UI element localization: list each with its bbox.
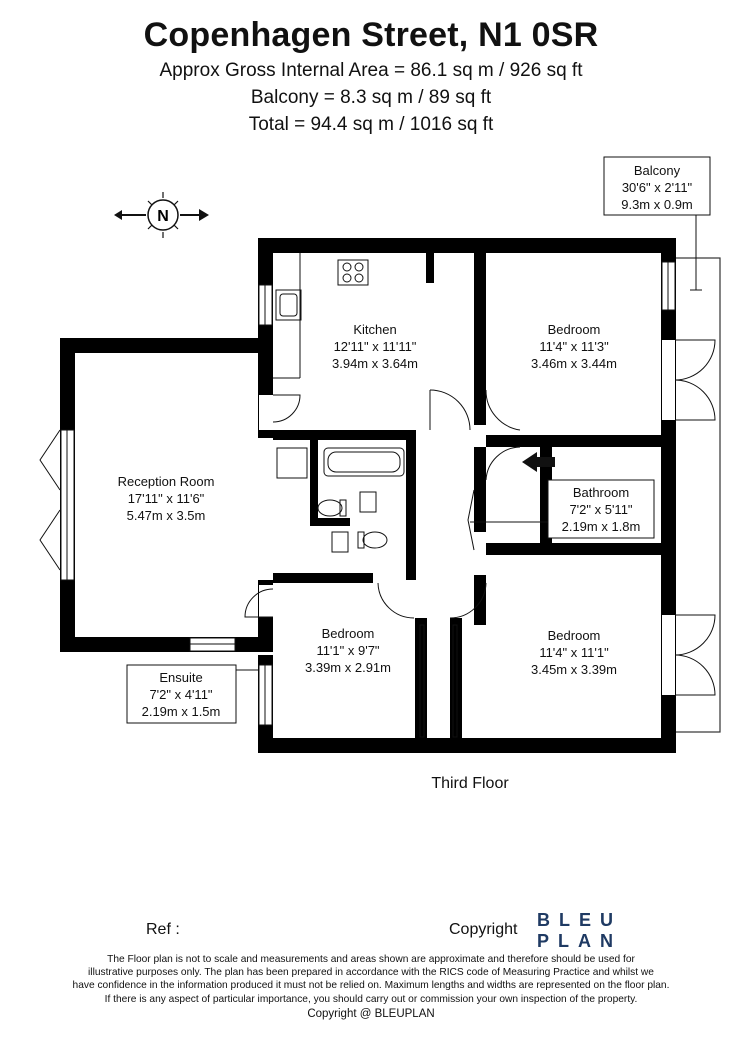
doors bbox=[39, 339, 716, 696]
kitchen-metric: 3.94m x 3.64m bbox=[332, 356, 418, 371]
logo-line1: BLEU bbox=[537, 910, 622, 930]
hob-icon bbox=[337, 259, 369, 286]
floor-label: Third Floor bbox=[431, 775, 509, 792]
ref-label: Ref : bbox=[146, 921, 180, 938]
ensuite-imperial: 7'2" x 4'11" bbox=[149, 687, 212, 702]
disclaimer: The Floor plan is not to scale and measu… bbox=[30, 953, 712, 1006]
windows bbox=[60, 261, 676, 726]
disclaimer-line1: The Floor plan is not to scale and measu… bbox=[107, 954, 635, 965]
bedroom2-imperial: 11'1" x 9'7" bbox=[316, 643, 379, 658]
balcony-metric: 9.3m x 0.9m bbox=[621, 197, 693, 212]
bathroom-callout bbox=[547, 479, 655, 539]
kitchen-imperial: 12'11" x 11'11" bbox=[334, 339, 417, 354]
plan-title: Copenhagen Street, N1 0SR bbox=[143, 16, 599, 54]
bedroom3-name: Bedroom bbox=[548, 628, 601, 643]
ensuite-metric: 2.19m x 1.5m bbox=[142, 704, 221, 719]
compass-icon: N bbox=[114, 192, 209, 238]
reception-metric: 5.47m x 3.5m bbox=[127, 508, 206, 523]
ensuite-name: Ensuite bbox=[159, 670, 202, 685]
bleuplan-logo: BLEU PLAN bbox=[537, 910, 622, 952]
ensuite-callout bbox=[126, 664, 237, 724]
entrance-arrow-icon bbox=[522, 452, 555, 472]
copyright-line: Copyright @ BLEUPLAN bbox=[307, 1008, 435, 1020]
wardrobe-icon-2 bbox=[452, 624, 458, 738]
total-area-text: Total = 94.4 sq m / 1016 sq ft bbox=[248, 114, 494, 135]
basin-icon-2 bbox=[331, 531, 349, 553]
callout-leaders bbox=[236, 215, 702, 671]
wardrobe-icon bbox=[419, 624, 425, 738]
bedroom1-name: Bedroom bbox=[548, 322, 601, 337]
reception-name: Reception Room bbox=[118, 474, 215, 489]
bedroom3-metric: 3.45m x 3.39m bbox=[531, 662, 617, 677]
copyright-label: Copyright bbox=[449, 921, 518, 938]
gross-area-text: Approx Gross Internal Area = 86.1 sq m /… bbox=[159, 60, 583, 81]
balcony-imperial: 30'6" x 2'11" bbox=[622, 180, 693, 195]
balcony-callout bbox=[603, 156, 711, 216]
compass-letter: N bbox=[157, 208, 169, 225]
kitchen-name: Kitchen bbox=[353, 322, 396, 337]
bedroom1-metric: 3.46m x 3.44m bbox=[531, 356, 617, 371]
balcony-area-text: Balcony = 8.3 sq m / 89 sq ft bbox=[250, 87, 492, 108]
reception-imperial: 17'11" x 11'6" bbox=[128, 491, 205, 506]
toilet-icon-2 bbox=[362, 531, 388, 549]
basin-icon bbox=[359, 491, 377, 513]
toilet-icon bbox=[317, 499, 343, 517]
disclaimer-line2: illustrative purposes only. The plan has… bbox=[88, 967, 654, 979]
bathroom-imperial: 7'2" x 5'11" bbox=[569, 502, 632, 517]
bathroom-name: Bathroom bbox=[573, 485, 629, 500]
fixtures bbox=[273, 253, 458, 738]
bedroom1-imperial: 11'4" x 11'3" bbox=[539, 339, 609, 354]
bathtub-icon bbox=[323, 447, 405, 477]
kitchen-sink-icon bbox=[275, 289, 302, 321]
disclaimer-line4: If there is any aspect of particular imp… bbox=[104, 993, 638, 1005]
logo-line2: PLAN bbox=[537, 931, 622, 951]
bedroom3-imperial: 11'4" x 11'1" bbox=[539, 645, 609, 660]
bedroom2-name: Bedroom bbox=[322, 626, 375, 641]
balcony-name: Balcony bbox=[634, 163, 681, 178]
bedroom2-metric: 3.39m x 2.91m bbox=[305, 660, 391, 675]
bathroom-metric: 2.19m x 1.8m bbox=[562, 519, 641, 534]
disclaimer-line3: have confidence in the information produ… bbox=[72, 980, 670, 992]
shower-icon bbox=[276, 447, 308, 479]
